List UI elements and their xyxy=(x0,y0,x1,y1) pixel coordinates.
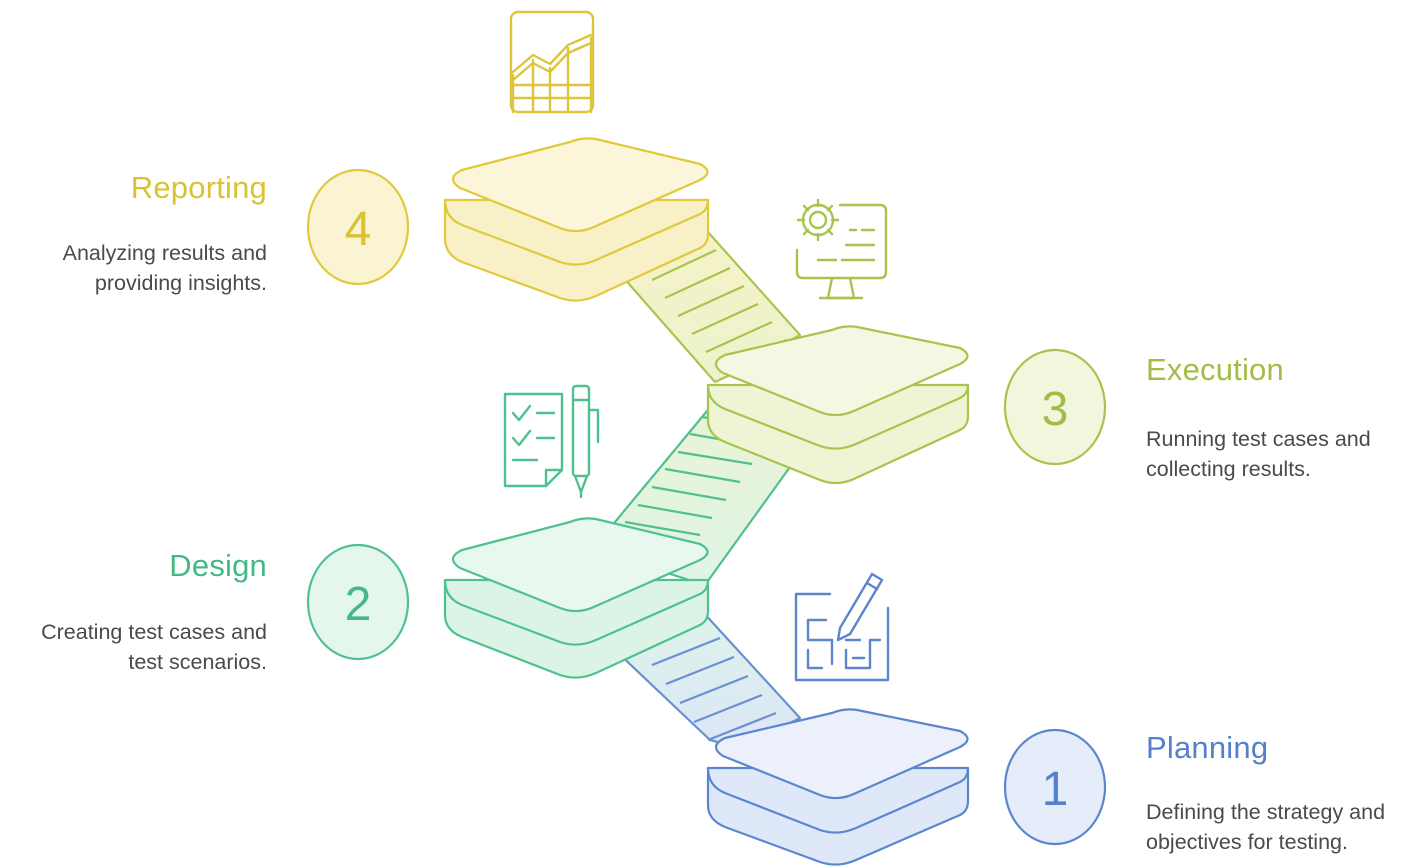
step-description-planning: Defining the strategy and objectives for… xyxy=(1146,800,1386,854)
chart-icon xyxy=(509,10,595,114)
step-description-execution: Running test cases and collecting result… xyxy=(1146,427,1371,481)
step-circle-2 xyxy=(306,543,410,661)
step-title-reporting: Reporting xyxy=(130,170,267,205)
settings-monitor-icon xyxy=(795,198,888,300)
step-circle-4 xyxy=(306,168,410,286)
step-circle-3 xyxy=(1003,348,1107,466)
step-number-4: 4 xyxy=(345,203,372,256)
step-title-planning: Planning xyxy=(1146,730,1269,765)
step-title-execution: Execution xyxy=(1146,352,1284,387)
platform-design xyxy=(443,517,710,679)
platform-execution xyxy=(706,325,970,485)
step-number-2: 2 xyxy=(345,578,372,631)
step-number-3: 3 xyxy=(1042,383,1069,436)
checklist-pen-icon xyxy=(503,384,600,499)
step-description-reporting: Analyzing results and providing insights… xyxy=(62,241,267,295)
step-number-1: 1 xyxy=(1042,763,1069,816)
step-description-design: Creating test cases and test scenarios. xyxy=(41,620,267,674)
platform-reporting xyxy=(443,137,710,302)
blueprint-pencil-icon xyxy=(794,572,890,682)
step-title-design: Design xyxy=(169,548,267,583)
step-circle-1 xyxy=(1003,728,1107,846)
platform-planning xyxy=(706,708,970,866)
